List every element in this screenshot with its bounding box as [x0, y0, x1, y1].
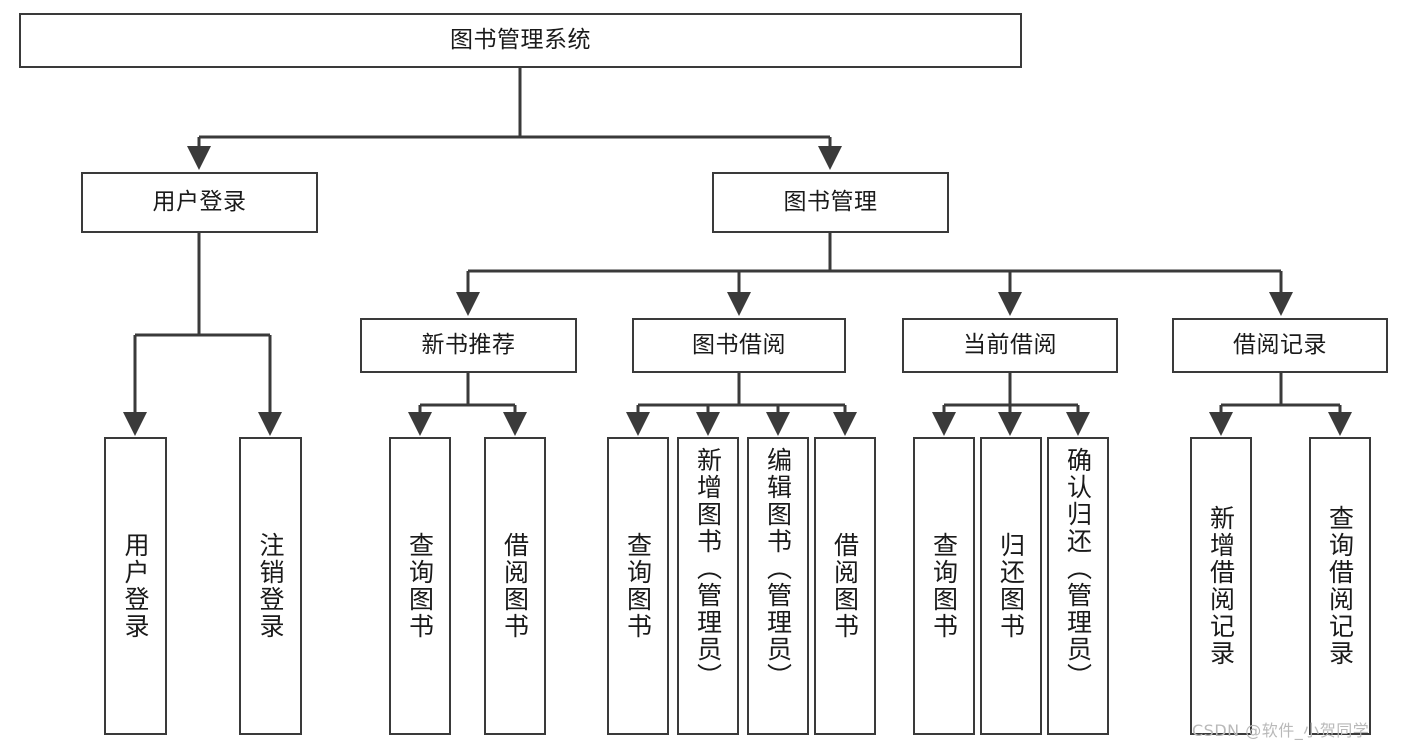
node-leaf-edit-book[interactable]: 编辑图书（管理员）: [747, 437, 809, 735]
node-leaf-query-record[interactable]: 查询借阅记录: [1309, 437, 1371, 735]
node-leaf-confirm-return[interactable]: 确认归还（管理员）: [1047, 437, 1109, 735]
node-leaf-edit-book-label: 编辑图书（管理员）: [763, 447, 793, 690]
node-new-book-recommend[interactable]: 新书推荐: [360, 318, 577, 373]
node-leaf-confirm-return-label: 确认归还（管理员）: [1063, 447, 1093, 690]
node-leaf-return-book[interactable]: 归还图书: [980, 437, 1042, 735]
node-leaf-user-login-label: 用户登录: [121, 532, 150, 640]
node-current-borrow[interactable]: 当前借阅: [902, 318, 1118, 373]
node-leaf-query-book-1-label: 查询图书: [405, 532, 435, 640]
node-leaf-borrow-book-2-label: 借阅图书: [830, 532, 860, 640]
node-book-borrow[interactable]: 图书借阅: [632, 318, 846, 373]
node-leaf-borrow-book-2[interactable]: 借阅图书: [814, 437, 876, 735]
node-leaf-query-book-3[interactable]: 查询图书: [913, 437, 975, 735]
node-leaf-add-book[interactable]: 新增图书（管理员）: [677, 437, 739, 735]
node-leaf-add-book-label: 新增图书（管理员）: [693, 447, 723, 690]
node-borrow-record-label: 借阅记录: [1233, 331, 1327, 358]
node-leaf-query-book-2-label: 查询图书: [623, 532, 653, 640]
node-leaf-user-login[interactable]: 用户登录: [104, 437, 167, 735]
node-book-manage-label: 图书管理: [783, 188, 878, 215]
csdn-watermark: CSDN @软件_小贺同学: [1192, 721, 1370, 740]
node-leaf-add-record-label: 新增借阅记录: [1206, 505, 1236, 667]
node-leaf-logout[interactable]: 注销登录: [239, 437, 302, 735]
node-leaf-query-book-3-label: 查询图书: [929, 532, 959, 640]
node-leaf-query-record-label: 查询借阅记录: [1325, 505, 1355, 667]
node-leaf-add-record[interactable]: 新增借阅记录: [1190, 437, 1252, 735]
node-leaf-query-book-2[interactable]: 查询图书: [607, 437, 669, 735]
node-book-manage[interactable]: 图书管理: [712, 172, 949, 233]
node-borrow-record[interactable]: 借阅记录: [1172, 318, 1388, 373]
node-leaf-borrow-book-1[interactable]: 借阅图书: [484, 437, 546, 735]
node-user-login[interactable]: 用户登录: [81, 172, 318, 233]
node-leaf-return-book-label: 归还图书: [996, 532, 1026, 640]
node-current-borrow-label: 当前借阅: [963, 331, 1057, 358]
node-leaf-query-book-1[interactable]: 查询图书: [389, 437, 451, 735]
node-book-borrow-label: 图书借阅: [692, 331, 786, 358]
node-leaf-borrow-book-1-label: 借阅图书: [500, 532, 530, 640]
node-new-book-recommend-label: 新书推荐: [421, 331, 516, 358]
node-user-login-label: 用户登录: [152, 188, 247, 215]
node-root[interactable]: 图书管理系统: [19, 13, 1022, 68]
node-root-label: 图书管理系统: [450, 26, 591, 53]
node-leaf-logout-label: 注销登录: [256, 532, 285, 640]
